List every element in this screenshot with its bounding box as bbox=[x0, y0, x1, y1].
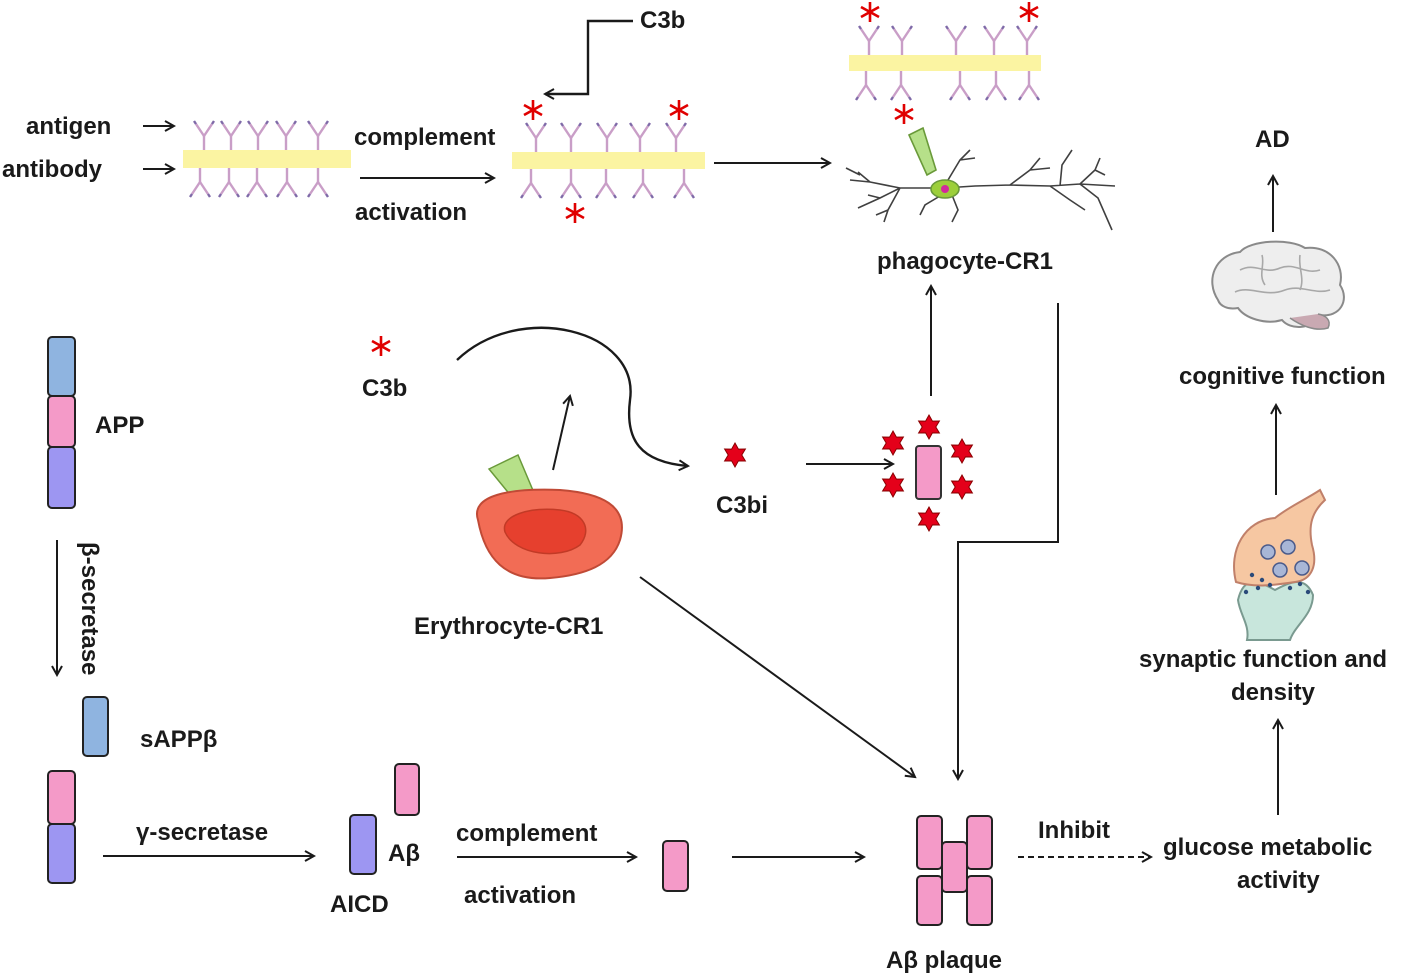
c3b-top-arrow bbox=[545, 19, 633, 94]
complement-label-top: complement bbox=[354, 124, 495, 151]
immune-complex-left bbox=[183, 119, 351, 199]
phagocyte-to-plaque-arrow bbox=[958, 303, 1059, 779]
opsonized-abeta-icon bbox=[882, 414, 973, 532]
glucose-label-line1: glucose metabolic bbox=[1163, 834, 1372, 861]
erythrocyte-up-arrow bbox=[552, 396, 570, 471]
phagocyte-icon bbox=[845, 126, 1116, 231]
sappb-label: sAPPβ bbox=[140, 726, 217, 753]
erythrocyte-to-plaque-arrow bbox=[639, 576, 915, 777]
abeta-fragment-icon bbox=[394, 763, 420, 816]
gamma-secretase-label: γ-secretase bbox=[136, 819, 268, 846]
phagocyte-label: phagocyte-CR1 bbox=[877, 248, 1053, 275]
brain-icon bbox=[1211, 240, 1345, 330]
glucose-label-line2: activity bbox=[1237, 867, 1320, 894]
c3b-star-icon bbox=[370, 334, 392, 358]
app-label: APP bbox=[95, 412, 144, 439]
complement-star-icon bbox=[564, 201, 586, 225]
abeta-plaque-label: Aβ plaque bbox=[886, 947, 1002, 974]
inhibit-label: Inhibit bbox=[1038, 817, 1110, 844]
synaptic-label-line2: density bbox=[1231, 679, 1316, 706]
activation-label-bottom: activation bbox=[464, 882, 576, 909]
antibody-label: antibody bbox=[2, 156, 103, 183]
synapse-icon bbox=[1233, 488, 1327, 641]
beta-secretase-label: β-secretase bbox=[76, 542, 103, 675]
c3b-label-mid: C3b bbox=[362, 375, 407, 402]
complement-star-icon bbox=[522, 98, 544, 122]
ad-label: AD bbox=[1255, 126, 1290, 153]
c3bi-star-icon bbox=[724, 442, 746, 468]
abeta-plaque-icon bbox=[916, 815, 993, 926]
abeta-label: Aβ bbox=[388, 840, 420, 867]
activation-label-top: activation bbox=[355, 199, 467, 226]
complement-label-bottom: complement bbox=[456, 820, 597, 847]
complement-star-icon bbox=[893, 102, 915, 126]
c3b-label-top: C3b bbox=[640, 7, 685, 34]
erythrocyte-icon bbox=[475, 453, 623, 580]
complement-star-icon bbox=[859, 0, 881, 24]
antigen-label: antigen bbox=[26, 113, 111, 140]
c99-fragment-icon bbox=[47, 770, 76, 884]
aicd-fragment-icon bbox=[349, 814, 377, 875]
cognitive-function-label: cognitive function bbox=[1179, 363, 1386, 390]
complement-star-icon bbox=[1018, 0, 1040, 24]
erythrocyte-label: Erythrocyte-CR1 bbox=[414, 613, 603, 640]
activated-abeta-icon bbox=[662, 840, 689, 892]
sappb-fragment-icon bbox=[82, 696, 109, 757]
immune-complex-right bbox=[849, 24, 1041, 102]
c3b-curved-arrow bbox=[456, 326, 688, 466]
c3bi-label: C3bi bbox=[716, 492, 768, 519]
app-protein-icon bbox=[47, 336, 76, 509]
complement-star-icon bbox=[668, 98, 690, 122]
synaptic-label-line1: synaptic function and bbox=[1139, 646, 1387, 673]
immune-complex-tagged bbox=[512, 121, 705, 200]
aicd-label: AICD bbox=[330, 891, 389, 918]
